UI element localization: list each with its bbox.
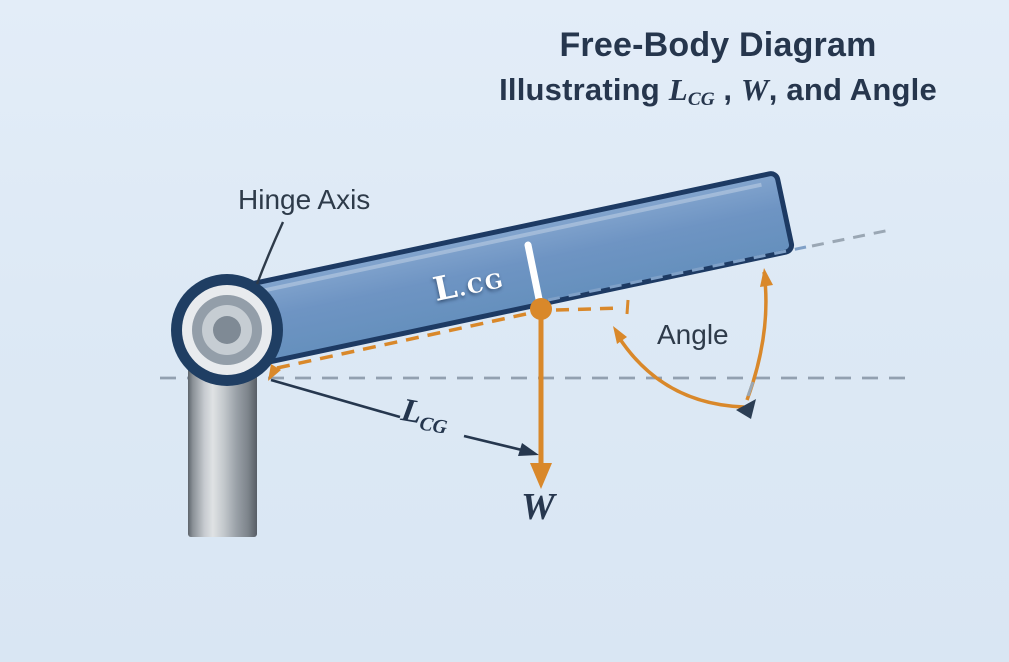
hinge-axis-leader-line	[255, 221, 285, 285]
title-line-1: Free-Body Diagram	[559, 26, 877, 64]
lcg-leader-line-2	[463, 434, 527, 453]
lcg-dashed-hinge-arrowhead	[268, 364, 281, 381]
angle-arc-left-arrowhead	[613, 326, 627, 344]
hinge-bearing	[171, 274, 283, 386]
beam-top-highlight	[242, 182, 762, 297]
cg-pin	[524, 241, 543, 303]
hinge-axis-label: Hinge Axis	[238, 184, 371, 215]
lcg-leader-line-1	[270, 378, 401, 419]
diagram-title: Free-Body Diagram Illustrating LCG , W, …	[423, 26, 1009, 111]
angle-arc-left	[616, 335, 745, 409]
lcg-callout-sub: CG	[417, 412, 449, 439]
title-suffix-text: , and Angle	[768, 72, 937, 107]
beam-extension-dashed-line-gray	[811, 228, 891, 248]
angle-arc-right	[745, 271, 768, 401]
cg-horizontal-dashed-line	[555, 306, 623, 312]
title-illustrating-text: Illustrating	[499, 72, 669, 107]
angle-arc-right-arrowhead	[760, 268, 773, 287]
title-lcg-symbol: L	[668, 72, 688, 107]
angle-label: Angle	[657, 319, 729, 350]
cg-marker	[530, 298, 552, 320]
angle-arc-junction-arrowhead	[736, 399, 756, 419]
lcg-leader-arrowhead	[518, 443, 539, 456]
hinge-pin-center	[213, 316, 241, 344]
support-post	[188, 340, 257, 537]
title-w-symbol: W	[741, 72, 769, 107]
title-lcg-subscript: CG	[687, 88, 715, 110]
angle-arc-right-gray-tail	[746, 381, 755, 397]
lcg-callout-label: LCG	[398, 392, 452, 440]
weight-arrowhead	[530, 463, 552, 489]
weight-label: W	[521, 486, 555, 528]
cg-horizontal-end-tick	[625, 299, 630, 315]
beam-extension-dashed-line-blue	[547, 245, 807, 302]
title-separator: ,	[714, 72, 742, 107]
title-line-2: Illustrating LCG , W, and Angle	[423, 72, 1009, 111]
